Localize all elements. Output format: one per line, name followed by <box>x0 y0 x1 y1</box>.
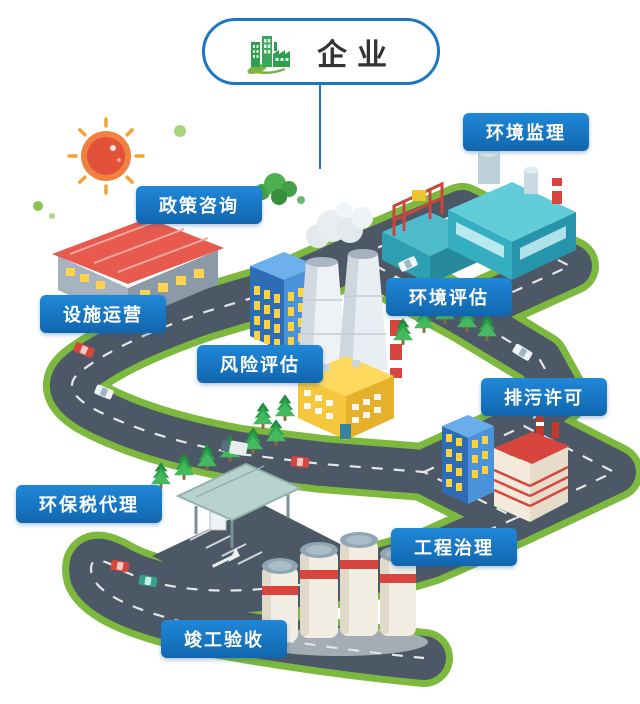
label-environmental-tax-agency[interactable]: 环保税代理 <box>16 485 162 523</box>
label-policy-consulting[interactable]: 政策咨询 <box>136 186 262 224</box>
green-factory-icon <box>247 35 290 74</box>
badge-connector-line <box>319 83 321 169</box>
parking-lot <box>152 504 352 602</box>
label-risk-assessment[interactable]: 风险评估 <box>197 345 323 383</box>
label-completion-acceptance[interactable]: 竣工验收 <box>161 620 287 658</box>
enterprise-title: 企业 <box>317 38 397 72</box>
silo-tanks <box>252 532 428 656</box>
yellow-factory-building <box>298 356 394 440</box>
teal-factory-building <box>382 147 576 284</box>
label-environmental-supervision[interactable]: 环境监理 <box>463 113 589 151</box>
label-environmental-assessment[interactable]: 环境评估 <box>386 278 512 316</box>
cooling-stacks <box>298 202 404 378</box>
parking-arrow <box>212 548 240 568</box>
toll-canopy <box>175 462 303 548</box>
enterprise-badge[interactable]: 企业 <box>202 18 440 85</box>
red-roof-building <box>442 415 570 522</box>
vehicles <box>73 256 533 588</box>
sun-icon <box>67 117 145 195</box>
parking-markings <box>189 527 263 565</box>
label-engineering-treatment[interactable]: 工程治理 <box>391 528 517 566</box>
green-cloud <box>33 125 305 219</box>
label-facility-operation[interactable]: 设施运营 <box>40 295 166 333</box>
label-discharge-permit[interactable]: 排污许可 <box>481 378 607 416</box>
